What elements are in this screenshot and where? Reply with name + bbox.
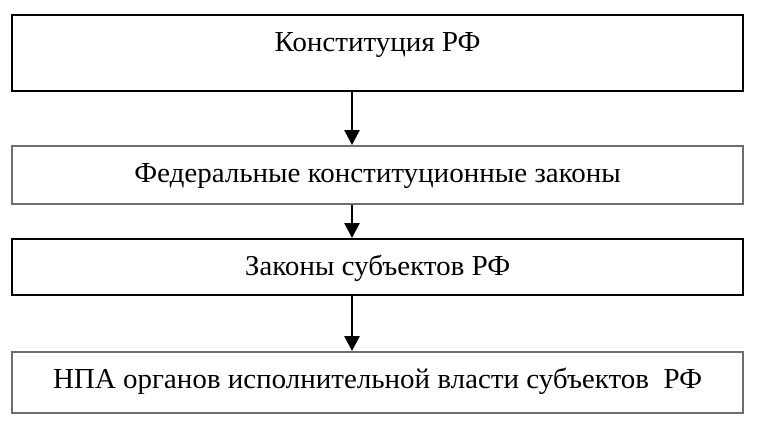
arrow-down-3: [344, 296, 360, 351]
arrow-head-icon: [344, 130, 360, 145]
node-federal-constitutional-laws: Федеральные конституционные законы: [11, 145, 744, 205]
node-constitution: Конституция РФ: [11, 14, 744, 92]
arrow-shaft: [351, 296, 353, 337]
arrow-head-icon: [344, 223, 360, 238]
node-constitution-label: Конституция РФ: [274, 26, 481, 58]
node-npa-executive-authorities-label: НПА органов исполнительной власти субъек…: [52, 363, 703, 395]
arrow-down-2: [344, 205, 360, 238]
node-npa-executive-authorities: НПА органов исполнительной власти субъек…: [11, 351, 744, 414]
arrow-shaft: [351, 205, 353, 224]
node-federal-constitutional-laws-label: Федеральные конституционные законы: [134, 157, 621, 189]
node-laws-of-subjects-label: Законы субъектов РФ: [244, 250, 511, 282]
arrow-head-icon: [344, 336, 360, 351]
arrow-shaft: [351, 92, 353, 131]
node-laws-of-subjects: Законы субъектов РФ: [11, 238, 744, 296]
arrow-down-1: [344, 92, 360, 145]
